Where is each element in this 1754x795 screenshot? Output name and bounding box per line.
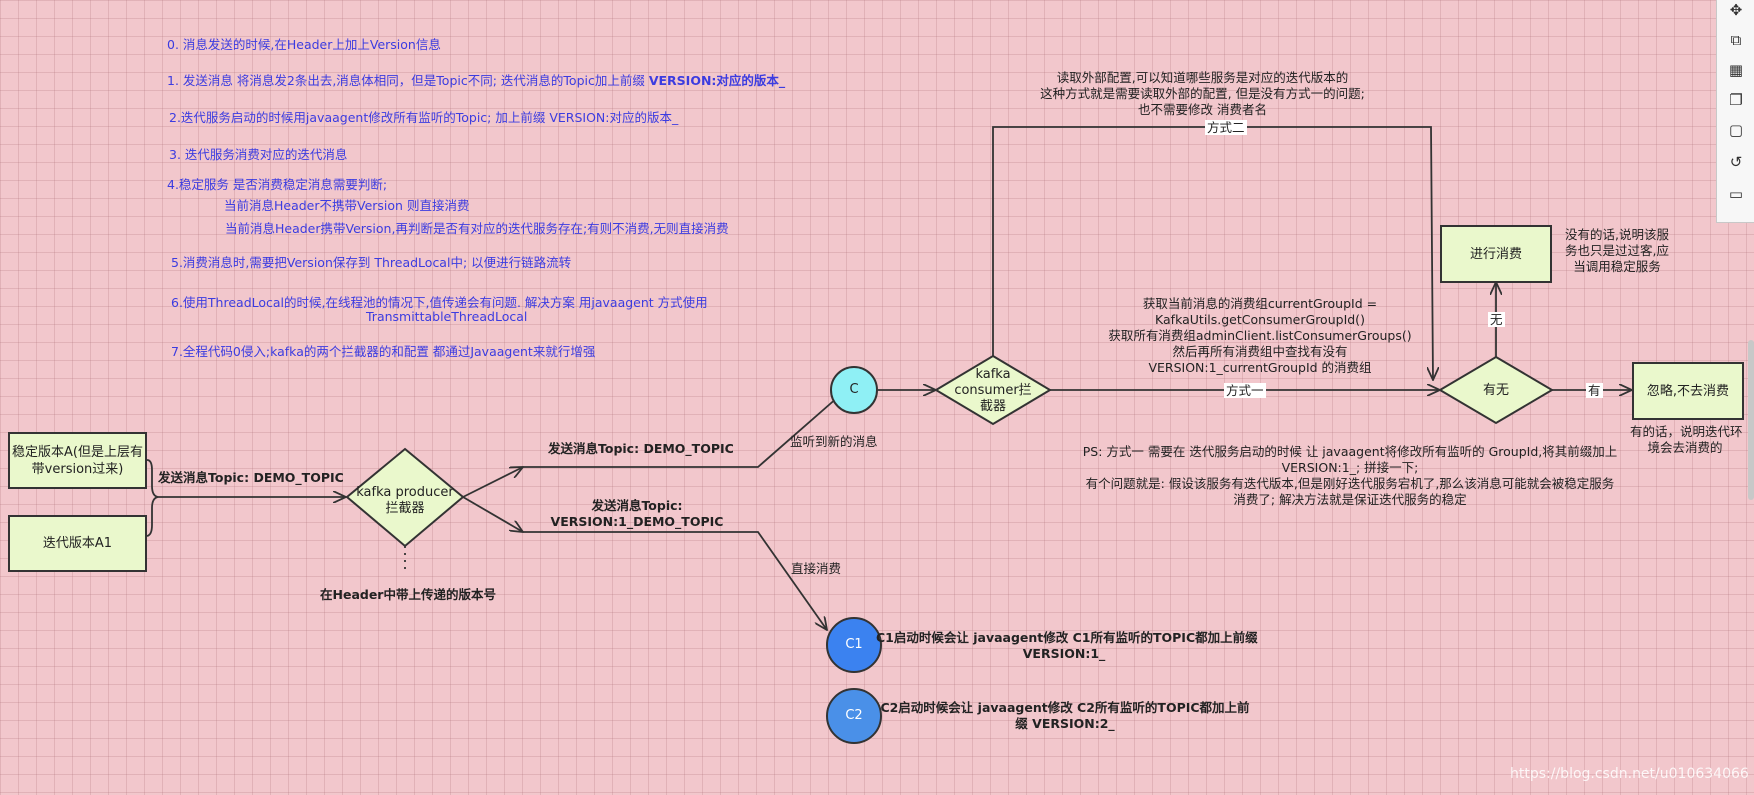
producer-label: kafka producer拦截器 — [356, 485, 454, 516]
ignore-label: 忽略,不去消费 — [1646, 383, 1730, 399]
note-4: 4.稳定服务 是否消费稳定消息需要判断; — [167, 177, 388, 192]
note-4a: 当前消息Header不携带Version 则直接消费 — [224, 198, 470, 213]
edge-sources-brace — [146, 459, 159, 537]
c-circle — [830, 366, 878, 414]
c1-circle — [826, 617, 882, 673]
stable-version-a-label: 稳定版本A(但是上层有带version过来) — [12, 444, 143, 477]
c2-circle — [826, 688, 882, 744]
image-edit-icon[interactable]: ⧉ — [1730, 31, 1742, 49]
page-icon[interactable]: ▢ — [1728, 121, 1744, 139]
c1-label: C1 — [845, 637, 863, 652]
crosshair-icon[interactable]: ✥ — [1729, 1, 1743, 19]
edge-producer-lower — [462, 496, 523, 532]
edge-producer-upper — [462, 467, 523, 498]
direct-consume-label: 直接消费 — [791, 561, 842, 576]
method1-tag: 方式一 — [1224, 383, 1266, 398]
note-7: 7.全程代码0侵入;kafka的两个拦截器的和配置 都通过Javaagent来就… — [171, 344, 596, 359]
note-3: 3. 迭代服务消费对应的迭代消息 — [169, 147, 348, 162]
note-6b: TransmittableThreadLocal — [366, 309, 528, 324]
consume-box[interactable]: 进行消费 — [1440, 225, 1552, 283]
youwu-label: 有无 — [1482, 383, 1509, 398]
watermark: https://blog.csdn.net/u010634066 — [1510, 766, 1749, 782]
send-demo-topic-upper-label: 发送消息Topic: DEMO_TOPIC — [548, 441, 734, 456]
method2-tag: 方式二 — [1205, 120, 1247, 135]
youwu-diamond — [1438, 355, 1554, 425]
consumer-diamond — [934, 354, 1052, 426]
history-icon[interactable]: ↺ — [1729, 153, 1743, 171]
consumer-label: kafka consumer拦截器 — [954, 367, 1032, 414]
method2-desc: 读取外部配置,可以知道哪些服务是对应的迭代版本的这种方式就是需要读取外部的配置,… — [1040, 70, 1365, 117]
iter-version-a1-label: 迭代版本A1 — [42, 536, 113, 551]
c2-desc: C2启动时候会让 javaagent修改 C2所有监听的TOPIC都加上前缀 V… — [880, 700, 1250, 731]
vertical-scrollbar[interactable] — [1748, 340, 1754, 500]
you-tag: 有 — [1586, 383, 1603, 398]
wu-tag: 无 — [1488, 312, 1505, 327]
method1-desc: 获取当前消息的消费组currentGroupId =KafkaUtils.get… — [1108, 296, 1412, 375]
copy-icon[interactable]: ❐ — [1729, 91, 1743, 109]
listen-new-label: 监听到新的消息 — [790, 434, 878, 449]
note-5: 5.消费消息时,需要把Version保存到 ThreadLocal中; 以便进行… — [171, 255, 572, 270]
ignore-box[interactable]: 忽略,不去消费 — [1632, 362, 1744, 420]
edge-lower-to-c1 — [523, 531, 827, 630]
send-version-topic-label: 发送消息Topic:VERSION:1_DEMO_TOPIC — [550, 498, 724, 529]
consume-label: 进行消费 — [1469, 246, 1522, 262]
send-demo-topic-label: 发送消息Topic: DEMO_TOPIC — [158, 470, 344, 485]
note-6: 6.使用ThreadLocal的时候,在线程池的情况下,值传递会有问题. 解决方… — [171, 295, 708, 310]
note-4b: 当前消息Header携带Version,再判断是否有对应的迭代服务存在;有则不消… — [225, 221, 729, 236]
header-version-label: 在Header中带上传递的版本号 — [320, 587, 496, 602]
note-0: 0. 消息发送的时候,在Header上加上Version信息 — [167, 37, 441, 52]
no-desc: 没有的话,说明该服务也只是过过客,应当调用稳定服务 — [1565, 227, 1669, 274]
note-2: 2.迭代服务启动的时候用javaagent修改所有监听的Topic; 加上前缀 … — [169, 110, 679, 125]
ps-note: PS: 方式一 需要在 迭代服务启动的时候 让 javaagent将修改所有监听… — [1082, 444, 1618, 507]
note-1: 1. 发送消息 将消息发2条出去,消息体相同，但是Topic不同; 迭代消息的T… — [167, 73, 786, 88]
edge-upper-to-c — [523, 390, 846, 468]
iter-version-a1-box[interactable]: 迭代版本A1 — [8, 515, 147, 572]
stable-version-a-box[interactable]: 稳定版本A(但是上层有带version过来) — [8, 432, 147, 489]
yes-desc: 有的话，说明迭代环境会去消费的 — [1630, 424, 1743, 455]
c-label: C — [849, 382, 859, 397]
calendar-icon[interactable]: ▦ — [1728, 61, 1744, 79]
comment-icon[interactable]: ▭ — [1728, 185, 1744, 203]
producer-diamond — [345, 447, 465, 548]
c2-label: C2 — [845, 708, 863, 723]
right-toolbar: ✥ ⧉ ▦ ❐ ▢ ↺ ▭ — [1716, 0, 1754, 223]
